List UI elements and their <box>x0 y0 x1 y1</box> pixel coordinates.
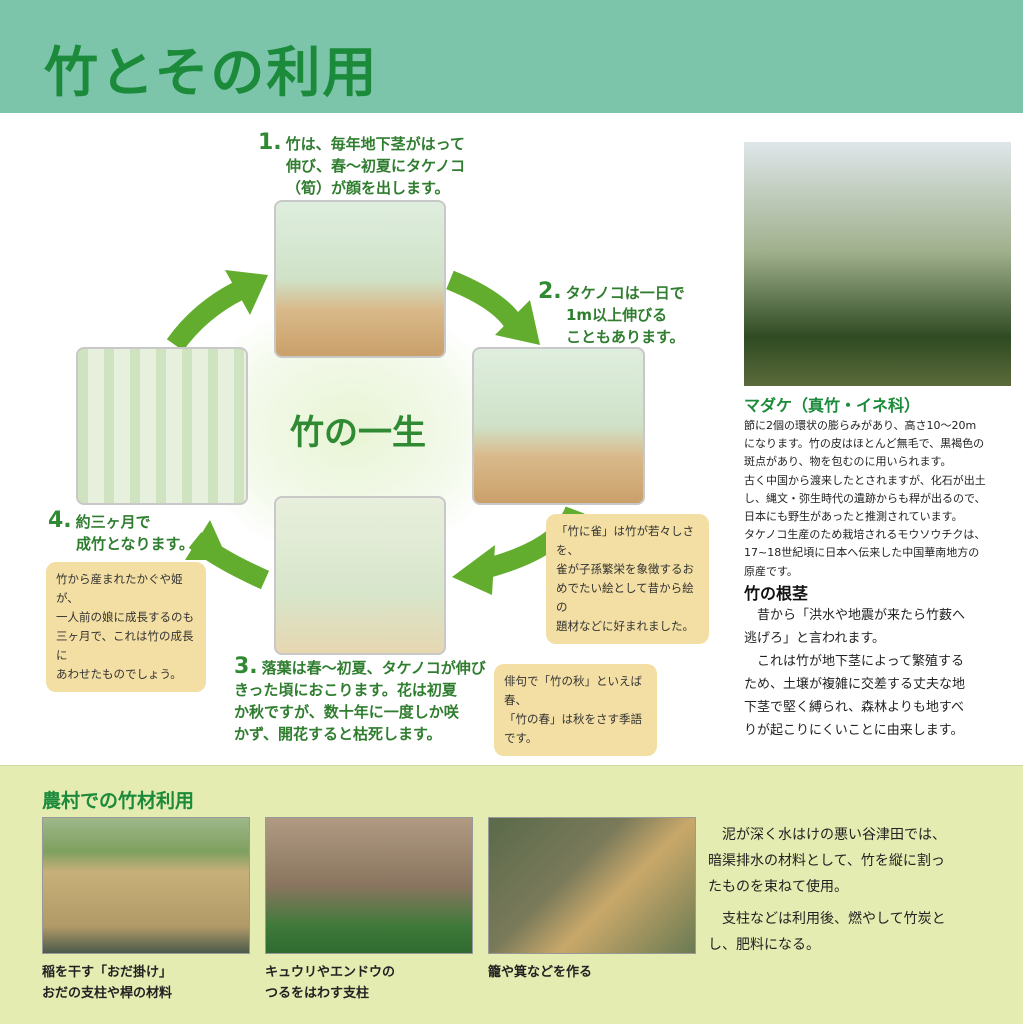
arrowhead-2-3 <box>452 545 495 595</box>
rural-description: 泥が深く水はけの悪い谷津田では、暗渠排水の材料として、竹を縦に割ったものを束ねて… <box>708 827 946 953</box>
step-2: 2.タケノコは一日で 1m以上伸びる こともあります。 <box>538 279 685 347</box>
odagake-photo <box>42 817 250 954</box>
rhizome-description: 昔から「洪水や地震が来たら竹薮へ逃げろ」と言われます。 これは竹が地下茎によって… <box>744 608 966 738</box>
madake-title: マダケ（真竹・イネ科） <box>744 396 921 415</box>
note-kaguya: 竹から産まれたかぐや姫が、一人前の娘に成長するのも三ヶ月で、これは竹の成長にあわ… <box>46 562 206 692</box>
arrow-1-2 <box>446 270 524 331</box>
note-sparrow: 「竹に雀」は竹が若々しさを、雀が子孫繁栄を象徴するおめでたい絵として昔から絵の題… <box>546 514 709 644</box>
step4-mature-bamboo-image <box>76 347 248 505</box>
lifecycle-center-title: 竹の一生 <box>290 413 426 453</box>
arrow-4-1 <box>166 281 245 351</box>
rural-title: 農村での竹材利用 <box>42 790 195 812</box>
arrowhead-4-1 <box>225 270 268 315</box>
madake-photo <box>744 142 1011 386</box>
arrowhead-3-4 <box>185 520 228 560</box>
rhizome-title: 竹の根茎 <box>744 584 809 603</box>
header-bar <box>0 0 1023 113</box>
trellis-caption: キュウリやエンドウのつるをはわす支柱 <box>265 965 396 1001</box>
step-1: 1.竹は、毎年地下茎がはって 伸び、春～初夏にタケノコ （筍）が顔を出します。 <box>258 130 466 198</box>
step3-leaf-fall-image <box>274 496 446 655</box>
trellis-photo <box>265 817 473 954</box>
step-4: 4.約三ヶ月で 成竹となります。 <box>48 508 195 554</box>
basket-photo <box>488 817 696 954</box>
arrowhead-1-2 <box>495 300 540 345</box>
step-3: 3.落葉は春～初夏、タケノコが伸び きった頃におこります。花は初夏 か秋ですが、… <box>234 654 486 744</box>
page-title: 竹とその利用 <box>44 41 379 104</box>
note-haiku: 俳句で「竹の秋」といえば春、「竹の春」は秋をさす季語です。 <box>494 664 657 756</box>
odagake-caption: 稲を干す「おだ掛け」おだの支柱や桿の材料 <box>42 965 173 1001</box>
basket-caption: 籠や箕などを作る <box>488 965 593 980</box>
step2-growing-shoots-image <box>472 347 645 505</box>
step1-bamboo-shoot-image <box>274 200 446 358</box>
